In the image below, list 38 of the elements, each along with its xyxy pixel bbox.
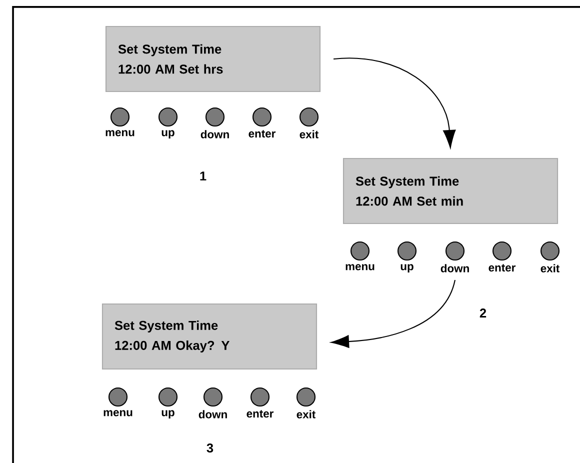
node-label: exit — [296, 410, 316, 418]
button: up — [158, 387, 178, 418]
node-label: menu — [104, 410, 132, 416]
node-label: exit — [300, 130, 319, 138]
step-number: 2 — [480, 308, 486, 318]
node-label: enter — [246, 410, 274, 418]
node-label: down — [200, 130, 229, 138]
node-label: down — [198, 410, 227, 418]
button: exit — [299, 107, 319, 138]
node-label: exit — [540, 264, 560, 272]
node-label: up — [400, 264, 414, 272]
button: enter — [246, 387, 274, 418]
button: exit — [540, 241, 560, 272]
button: menu — [346, 241, 374, 270]
button: menu — [106, 107, 134, 136]
node-label: menu — [346, 264, 374, 270]
button: enter — [488, 241, 516, 272]
arrow — [330, 280, 456, 348]
node-label: up — [162, 410, 174, 418]
button: enter — [248, 107, 276, 138]
node-label: enter — [248, 130, 276, 138]
node-label: down — [440, 264, 469, 272]
button: exit — [296, 387, 316, 418]
display-screen: Set System Time 12:00 AM Set hrs — [105, 26, 321, 92]
step-number: 3 — [206, 443, 214, 453]
arrow — [334, 58, 456, 148]
button: menu — [104, 387, 132, 416]
button: down — [440, 241, 469, 272]
node-label: up — [162, 130, 174, 138]
display-screen: Set System Time 12:00 AM Okay? Y — [102, 303, 318, 370]
node-label: menu — [106, 130, 134, 136]
button: up — [158, 107, 178, 138]
display-screen: Set System Time 12:00 AM Set min — [342, 158, 558, 224]
step-number: 1 — [200, 172, 206, 180]
button: up — [397, 241, 417, 272]
button: down — [200, 107, 229, 138]
node-label: enter — [488, 264, 516, 272]
button: down — [198, 387, 227, 418]
